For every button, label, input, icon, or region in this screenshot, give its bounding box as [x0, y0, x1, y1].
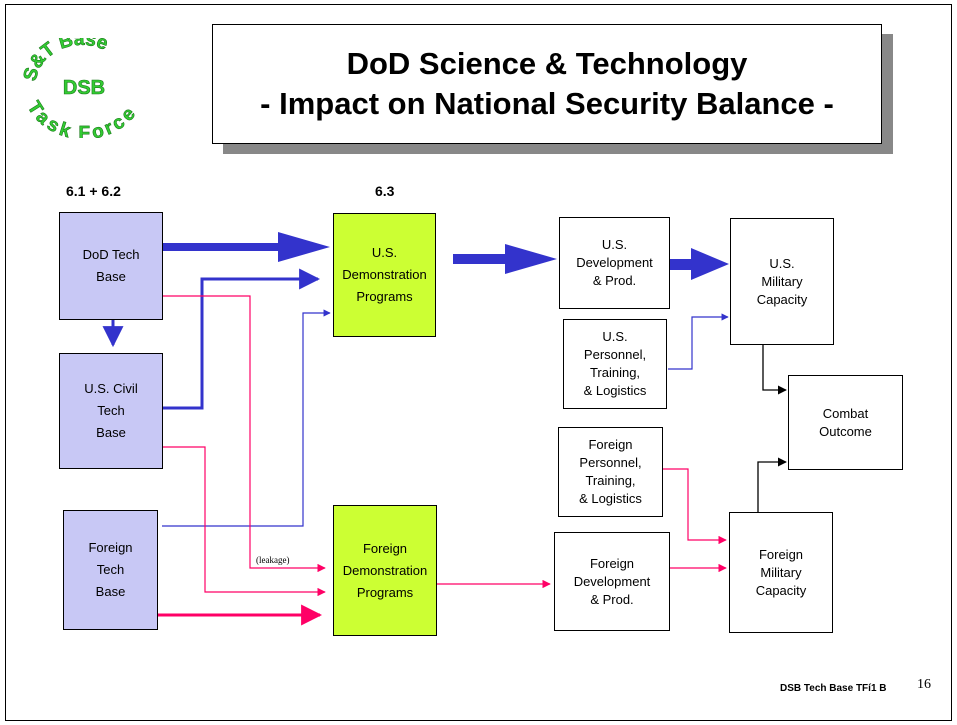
foreign-development-prod-box: Foreign Development & Prod.: [554, 532, 670, 631]
arrow-foreign-personnel-to-foreign-mil: [663, 468, 727, 545]
arrow-us-dev-to-us-mil: [670, 248, 729, 280]
dsb-task-force-logo: S&T Base DSB Task Force: [19, 38, 140, 138]
leakage-label: (leakage): [256, 555, 290, 565]
foreign-military-capacity-box: Foreign Military Capacity: [729, 512, 833, 633]
header-6-3: 6.3: [375, 183, 395, 199]
arrow-civil-to-foreign-demo: [162, 446, 326, 597]
arrow-dod-to-us-demo: [163, 232, 330, 262]
foreign-demonstration-programs-box: Foreign Demonstration Programs: [333, 505, 437, 636]
title-box: DoD Science & Technology - Impact on Nat…: [212, 24, 882, 144]
combat-outcome-box: Combat Outcome: [788, 375, 903, 470]
footer-label: DSB Tech Base TFí1 B: [780, 683, 887, 694]
us-civil-tech-base-box: U.S. Civil Tech Base: [59, 353, 163, 469]
arrow-us-demo-to-us-dev: [453, 244, 557, 274]
arrow-us-personnel-to-us-mil: [668, 313, 729, 370]
arrow-leakage-dod-to-foreign-demo: [162, 295, 326, 573]
us-development-prod-box: U.S. Development & Prod.: [559, 217, 670, 309]
header-6-1-6-2: 6.1 + 6.2: [66, 183, 121, 199]
us-personnel-training-logistics-box: U.S. Personnel, Training, & Logistics: [563, 319, 667, 409]
arrow-foreign-to-us-demo: [162, 309, 331, 527]
logo-center-text: DSB: [63, 77, 105, 99]
title-line-2: - Impact on National Security Balance -: [260, 86, 834, 121]
arrow-us-mil-to-combat: [762, 345, 787, 395]
arrow-foreign-mil-to-combat: [757, 457, 787, 512]
major-blue-arrows: [163, 232, 729, 280]
foreign-personnel-training-logistics-box: Foreign Personnel, Training, & Logistics: [558, 427, 663, 517]
us-demonstration-programs-box: U.S. Demonstration Programs: [333, 213, 436, 337]
us-military-capacity-box: U.S. Military Capacity: [730, 218, 834, 345]
foreign-tech-base-box: Foreign Tech Base: [63, 510, 158, 630]
title-line-1: DoD Science & Technology: [346, 46, 748, 81]
dod-tech-base-box: DoD Tech Base: [59, 212, 163, 320]
arrow-civil-to-us-demo: [162, 268, 321, 410]
page-number: 16: [917, 677, 931, 692]
